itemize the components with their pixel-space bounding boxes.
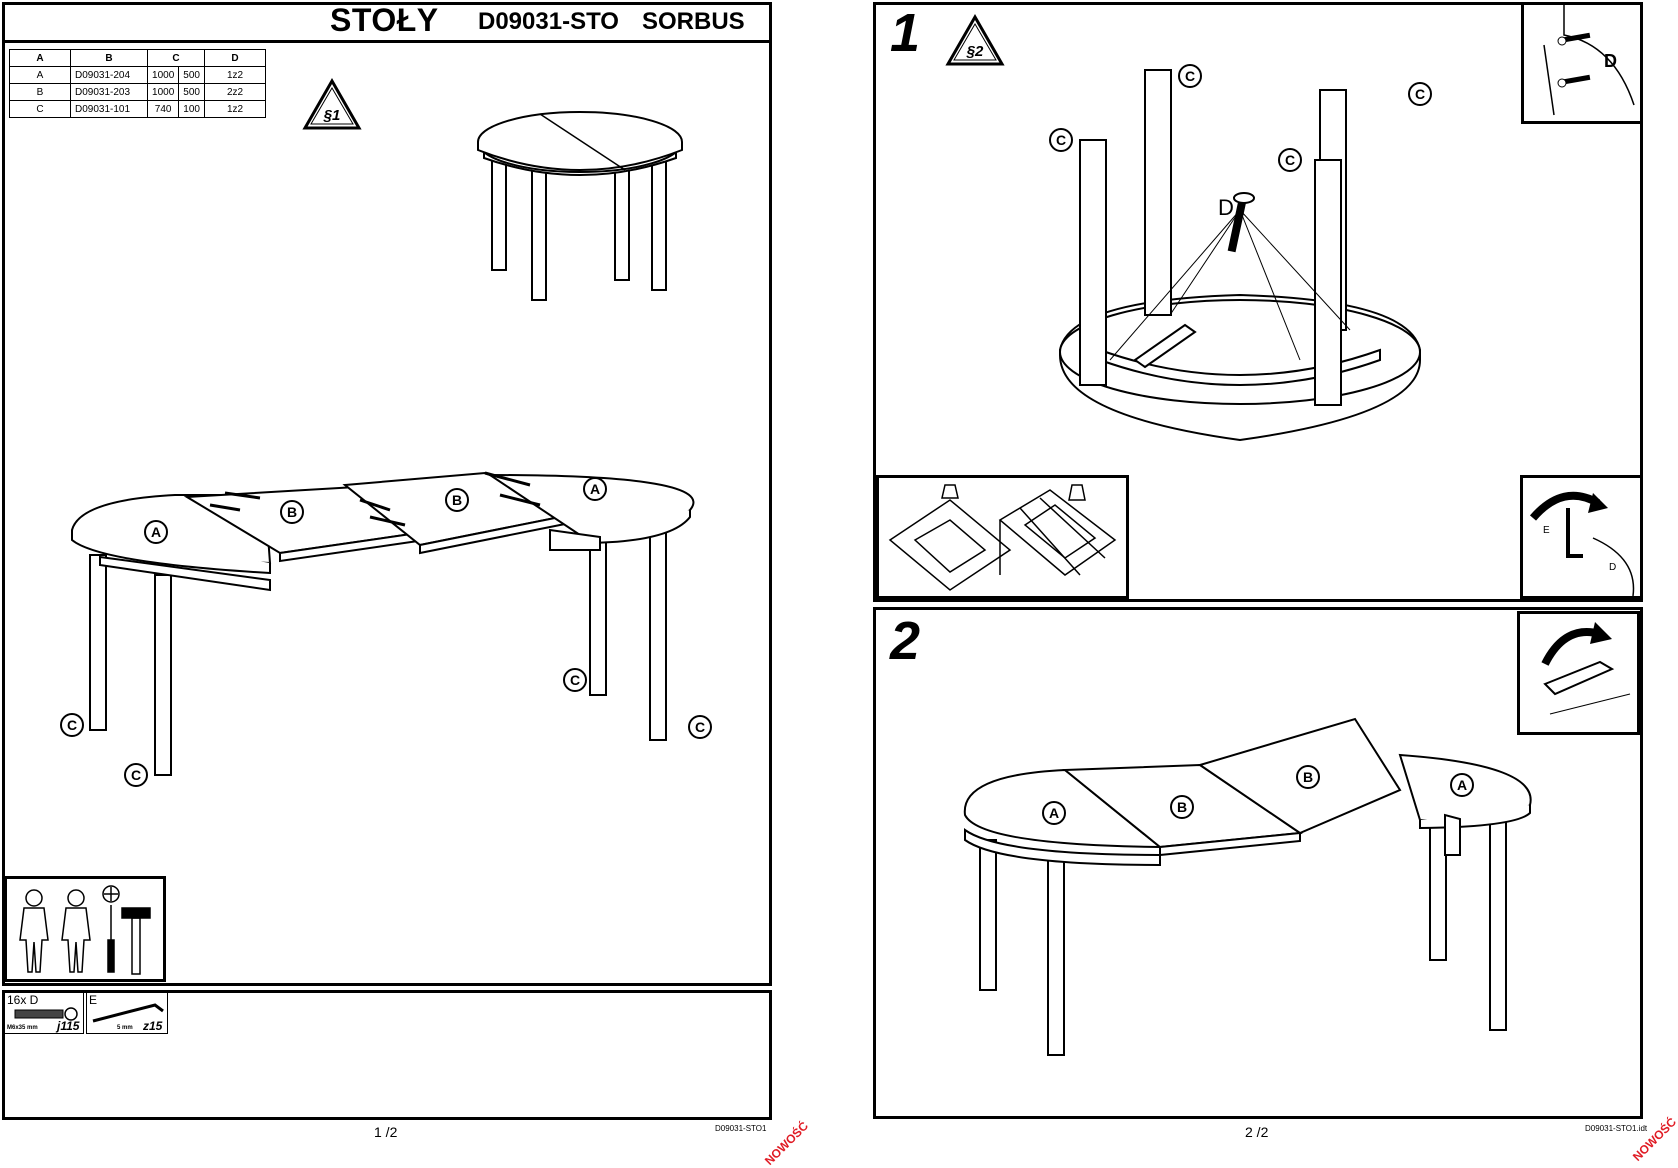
part-label-b: B [452, 492, 462, 508]
part-label-c: C [1415, 86, 1425, 102]
allen-key-icon [92, 1003, 164, 1023]
warning-triangle-icon: §1 [302, 78, 362, 130]
screw-label: D [1609, 562, 1616, 573]
table-cell: B [9, 83, 71, 101]
page2-doc-ref: D09031-STO1.idt [1585, 1124, 1648, 1133]
hardware-code: j115 [57, 1019, 80, 1033]
lock-mechanism-inset [1517, 611, 1640, 735]
hardware-size: 5 mm [117, 1025, 133, 1031]
page1-product-name: SORBUS [642, 8, 745, 35]
table-row: B D09031-203 1000 500 2z2 [9, 83, 266, 101]
hardware-item-e: E 5 mm z15 [86, 992, 168, 1034]
floor-protection-illustration [888, 484, 1117, 591]
page1-doc-ref: D09031-STO1 [715, 1124, 767, 1133]
table-cell: D09031-204 [70, 66, 148, 84]
table-cell: 500 [178, 83, 205, 101]
table-cell: D09031-101 [70, 100, 148, 118]
part-label-a: A [590, 481, 600, 497]
table-cell: A [9, 66, 71, 84]
part-label-c: C [1285, 152, 1295, 168]
part-label-c: C [131, 767, 141, 783]
parts-table: A B C D A D09031-204 1000 500 1z2 B D090… [9, 49, 266, 118]
screw-label: D [1218, 195, 1234, 220]
hardware-item-d: 16x D M6x35 mm j115 [4, 992, 84, 1034]
table-row: A D09031-204 1000 500 1z2 [9, 66, 266, 84]
part-label-a: A [1457, 777, 1467, 793]
page1-main-frame [2, 2, 772, 986]
table-cell: 1z2 [204, 100, 266, 118]
table-row: C D09031-101 740 100 1z2 [9, 100, 266, 118]
page1-header-rule [2, 40, 772, 43]
table-cell: 100 [178, 100, 205, 118]
part-label-c: C [570, 672, 580, 688]
tool-label: E [1543, 525, 1550, 536]
part-label-c: C [1056, 132, 1066, 148]
screw-detail-inset [1521, 2, 1643, 124]
hardware-size: M6x35 mm [7, 1025, 38, 1031]
page1-title: STOŁY [330, 2, 439, 38]
page1-product-code: D09031-STO [478, 8, 619, 35]
parts-col-b: B [70, 49, 148, 67]
screw-label: D [1604, 51, 1617, 71]
part-label-c: C [1185, 68, 1195, 84]
table-cell: 1z2 [204, 66, 266, 84]
step1-number: 1 [890, 3, 921, 63]
warning-triangle-icon: §2 [945, 14, 1005, 66]
table-cell: 500 [178, 66, 205, 84]
table-cell: 740 [146, 100, 180, 118]
page1-page-number: 1 /2 [374, 1124, 398, 1140]
part-label-a: A [151, 524, 161, 540]
table-cell: 2z2 [204, 83, 266, 101]
extended-table-illustration: A B B A [963, 717, 1532, 1056]
parts-col-c: C [147, 49, 205, 67]
part-label-b: B [1303, 769, 1313, 785]
allen-key-detail-illustration: E D [1529, 491, 1635, 596]
hardware-qty: 16x D [7, 993, 39, 1007]
part-label-c: C [67, 717, 77, 733]
page1-hardware-frame [2, 990, 772, 1120]
floor-protection-inset [876, 475, 1129, 599]
screw-detail-illustration: D [1543, 5, 1635, 116]
leg-assembly-illustration: D C C C C [1049, 64, 1432, 442]
exploded-table-illustration: A B B A C C C C [60, 471, 712, 787]
hardware-code: z15 [143, 1019, 163, 1033]
parts-col-a: A [9, 49, 71, 67]
parts-table-header: A B C D [9, 49, 266, 67]
part-label-c: C [695, 719, 705, 735]
lock-mechanism-illustration [1541, 622, 1631, 715]
table-cell: D09031-203 [70, 83, 148, 101]
hardware-qty: E [89, 993, 98, 1007]
step2-frame [873, 607, 1643, 1119]
allen-key-inset [1520, 475, 1643, 599]
warning-badge-text: §1 [323, 107, 341, 124]
step2-number: 2 [890, 611, 921, 671]
part-label-a: A [1049, 805, 1059, 821]
part-label-b: B [1177, 799, 1187, 815]
part-label-b: B [287, 504, 297, 520]
tools-illustration [19, 885, 151, 975]
table-cell: 1000 [146, 66, 180, 84]
page1-new-stamp: NOWOŚĆ [762, 1118, 812, 1168]
bolt-icon [14, 1007, 78, 1021]
warning-badge-text: §2 [966, 43, 984, 60]
table-cell: 1000 [146, 83, 180, 101]
table-cell: C [9, 100, 71, 118]
assembled-table-illustration [477, 111, 683, 301]
step1-frame [873, 2, 1643, 602]
parts-col-d: D [204, 49, 266, 67]
page2-page-number: 2 /2 [1245, 1124, 1269, 1140]
tools-required-box [4, 876, 166, 982]
